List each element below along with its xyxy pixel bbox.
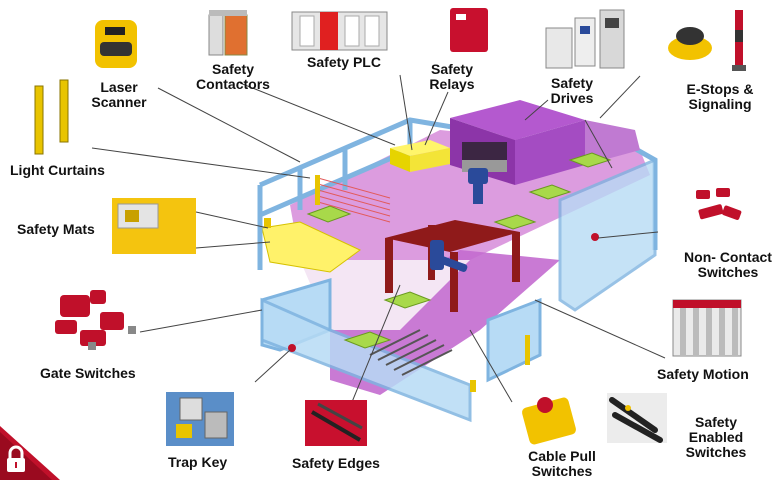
label-safety-plc: Safety PLC [307, 54, 381, 70]
trap-key-product [166, 392, 234, 446]
safety-enabled-switches-product [607, 393, 667, 443]
light-curtain-post [315, 175, 320, 205]
plc-box-top [390, 140, 450, 156]
light-curtains-product [34, 79, 69, 155]
label-cable-pull-switches: Cable Pull Switches [528, 448, 596, 479]
leader-lines [91, 74, 666, 403]
gate-switches-product [55, 290, 136, 350]
laser-scanner-product [95, 20, 137, 68]
guard-rail-front [260, 297, 472, 423]
label-safety-motion: Safety Motion [657, 366, 749, 382]
machine-side [515, 120, 585, 185]
label-laser-scanner: Laser Scanner [91, 79, 147, 110]
plc-box-front [390, 148, 410, 172]
center-walkway [300, 260, 470, 330]
roller-conveyor [369, 329, 453, 376]
machine-vent [462, 142, 507, 160]
label-light-curtains: Light Curtains [10, 162, 105, 178]
label-safety-relays: Safety Relays [429, 61, 475, 92]
label-safety-contactors: Safety Contactors [196, 61, 270, 92]
label-safety-mats: Safety Mats [17, 221, 95, 237]
lock-icon [0, 426, 60, 480]
safety-motion-product [672, 299, 742, 357]
label-trap-key: Trap Key [168, 454, 228, 470]
cable-pull-switch-product [522, 397, 576, 445]
label-safety-enabled-switches: Safety Enabled Switches [685, 414, 747, 460]
label-safety-drives: Safety Drives [550, 75, 594, 106]
label-safety-edges: Safety Edges [292, 455, 380, 471]
robot-arm [430, 168, 488, 272]
label-estops-signaling: E-Stops & Signaling [686, 81, 754, 112]
light-curtain-post [525, 335, 530, 365]
safety-drives-product [545, 9, 625, 69]
label-gate-switches: Gate Switches [40, 365, 136, 381]
plc-box-side [410, 148, 450, 172]
safety-mat [261, 221, 361, 273]
machine-top [450, 100, 585, 140]
machine-shelf [585, 120, 640, 165]
safety-relays-product [450, 8, 488, 52]
label-non-contact-switches: Non- Contact Switches [684, 249, 772, 280]
safety-mats-product [112, 198, 196, 254]
e-stops-product [668, 10, 746, 71]
safety-plc-product [291, 11, 388, 51]
non-contact-switches-product [696, 188, 742, 220]
safety-contactors-product [208, 10, 248, 56]
guard-rail-right [558, 157, 657, 312]
light-curtain-beams [317, 177, 391, 223]
safety-edges-product [305, 400, 367, 446]
